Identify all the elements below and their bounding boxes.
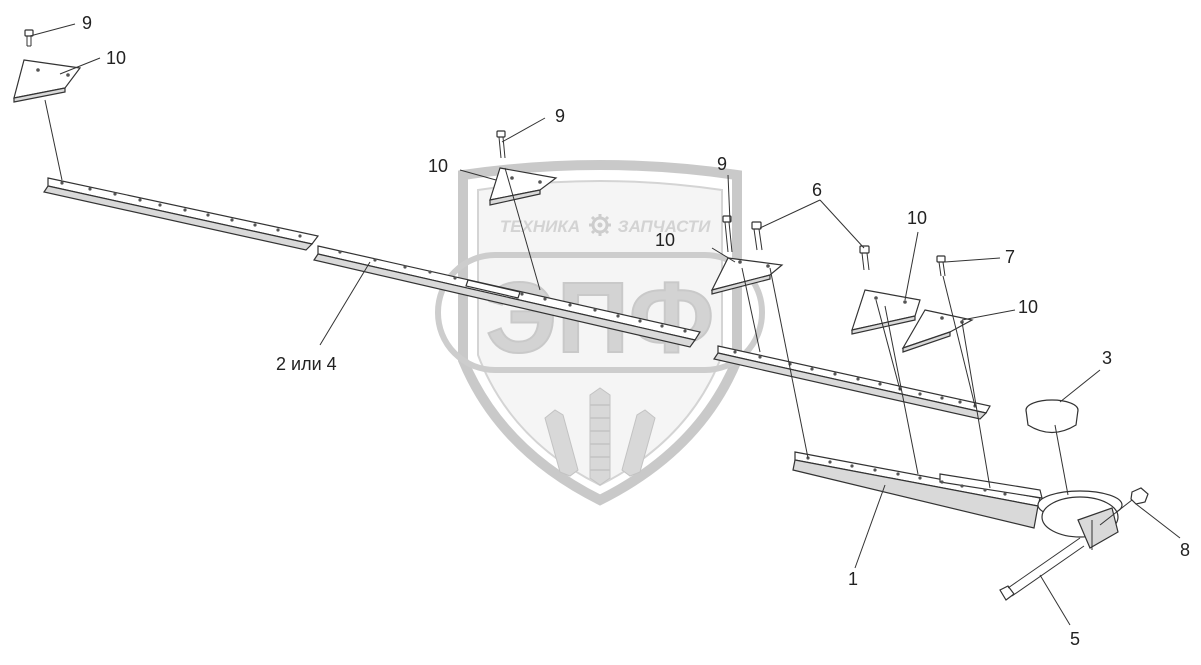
callout-10-far-right-lower: 10 xyxy=(1018,297,1038,317)
beam-1 xyxy=(792,451,1043,529)
callout-10-center: 10 xyxy=(428,156,448,176)
watermark-shield: ТЕХНИКА ЗАПЧАСТИ ЭПФ xyxy=(435,160,765,506)
callout-10-right: 10 xyxy=(655,230,675,250)
bolt-5 xyxy=(999,537,1085,601)
bolt-6-right xyxy=(859,245,870,271)
bolt-9-top-left xyxy=(24,29,34,47)
leader-lines xyxy=(29,23,1181,626)
watermark-text-left: ТЕХНИКА xyxy=(500,217,580,236)
callout-9-center: 9 xyxy=(555,106,565,126)
callout-10-top-left: 10 xyxy=(106,48,126,68)
watermark-band xyxy=(435,252,765,373)
bolt-7 xyxy=(936,255,946,277)
bar-right xyxy=(713,345,991,420)
knife-plate-10-center xyxy=(489,167,558,206)
callout-7: 7 xyxy=(1005,247,1015,267)
callout-8: 8 xyxy=(1180,540,1190,560)
knife-plate-10-right xyxy=(710,257,784,295)
nut-8 xyxy=(1130,487,1149,505)
callout-9-top-left: 9 xyxy=(82,13,92,33)
knife-plate-10-far-right-lower xyxy=(901,309,974,353)
bolt-9-center xyxy=(496,130,506,159)
wheat-icon xyxy=(544,387,656,486)
gear-icon xyxy=(589,214,611,236)
clamp-housing xyxy=(1037,490,1123,550)
strip-center xyxy=(465,279,521,299)
callout-5: 5 xyxy=(1070,629,1080,649)
bar-2-left xyxy=(43,177,320,251)
callout-6: 6 xyxy=(812,180,822,200)
bolt-9-right xyxy=(722,215,733,253)
callout-2-or-4: 2 или 4 xyxy=(276,354,337,374)
ring-3 xyxy=(1025,399,1079,434)
callout-3: 3 xyxy=(1102,348,1112,368)
knife-plate-10-top-left xyxy=(13,59,82,103)
callout-1: 1 xyxy=(848,569,858,589)
callout-10-far-right: 10 xyxy=(907,208,927,228)
bolt-6-left xyxy=(751,221,763,251)
watermark-text-right: ЗАПЧАСТИ xyxy=(618,217,711,236)
callout-9-right: 9 xyxy=(717,154,727,174)
